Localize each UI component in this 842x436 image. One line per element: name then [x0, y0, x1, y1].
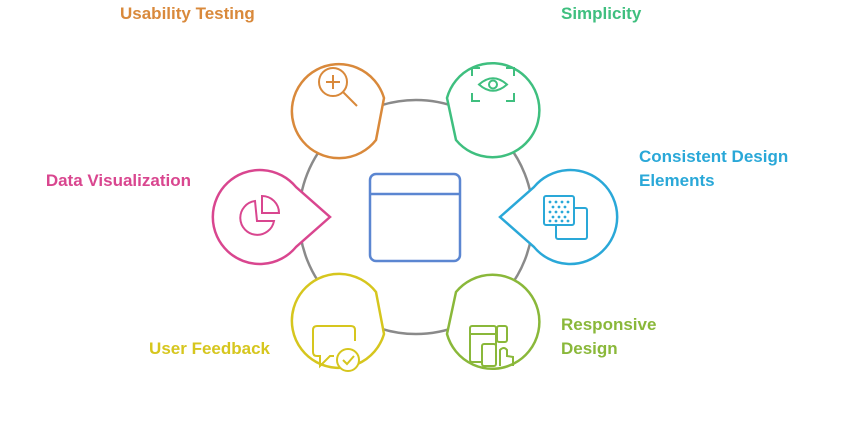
node-consistent-design-elements	[498, 168, 619, 266]
node-data-visualization	[211, 168, 332, 266]
chat-check-icon	[312, 325, 360, 372]
pin-data-visualization	[211, 168, 332, 266]
pin-user-feedback	[290, 272, 386, 370]
browser-window-icon	[368, 172, 462, 263]
node-usability-testing	[290, 62, 386, 160]
label-usability-testing: Usability Testing	[120, 2, 255, 26]
label-simplicity: Simplicity	[561, 2, 641, 26]
label-line: Data Visualization	[45, 171, 191, 190]
pie-chart-icon	[239, 194, 281, 236]
label-line: User Feedback	[149, 339, 270, 358]
pin-usability-testing	[290, 62, 386, 160]
label-line: Consistent Design	[639, 147, 789, 166]
pin-simplicity	[445, 62, 541, 159]
label-line: Elements	[639, 171, 715, 190]
label-line: Responsive	[561, 315, 657, 334]
label-line: Design	[561, 339, 618, 358]
label-line: Simplicity	[561, 4, 642, 23]
eye-scan-icon	[471, 67, 515, 102]
label-line: Usability Testing	[120, 4, 255, 23]
node-user-feedback	[290, 272, 386, 372]
layered-squares-icon	[543, 195, 588, 240]
dot-pattern	[548, 200, 570, 223]
magnify-plus-icon	[318, 67, 358, 107]
label-user-feedback: User Feedback	[130, 337, 270, 361]
node-simplicity	[445, 62, 541, 159]
node-responsive-design	[445, 273, 541, 370]
multi-device-icon	[469, 325, 514, 367]
label-data-visualization: Data Visualization	[20, 169, 191, 193]
